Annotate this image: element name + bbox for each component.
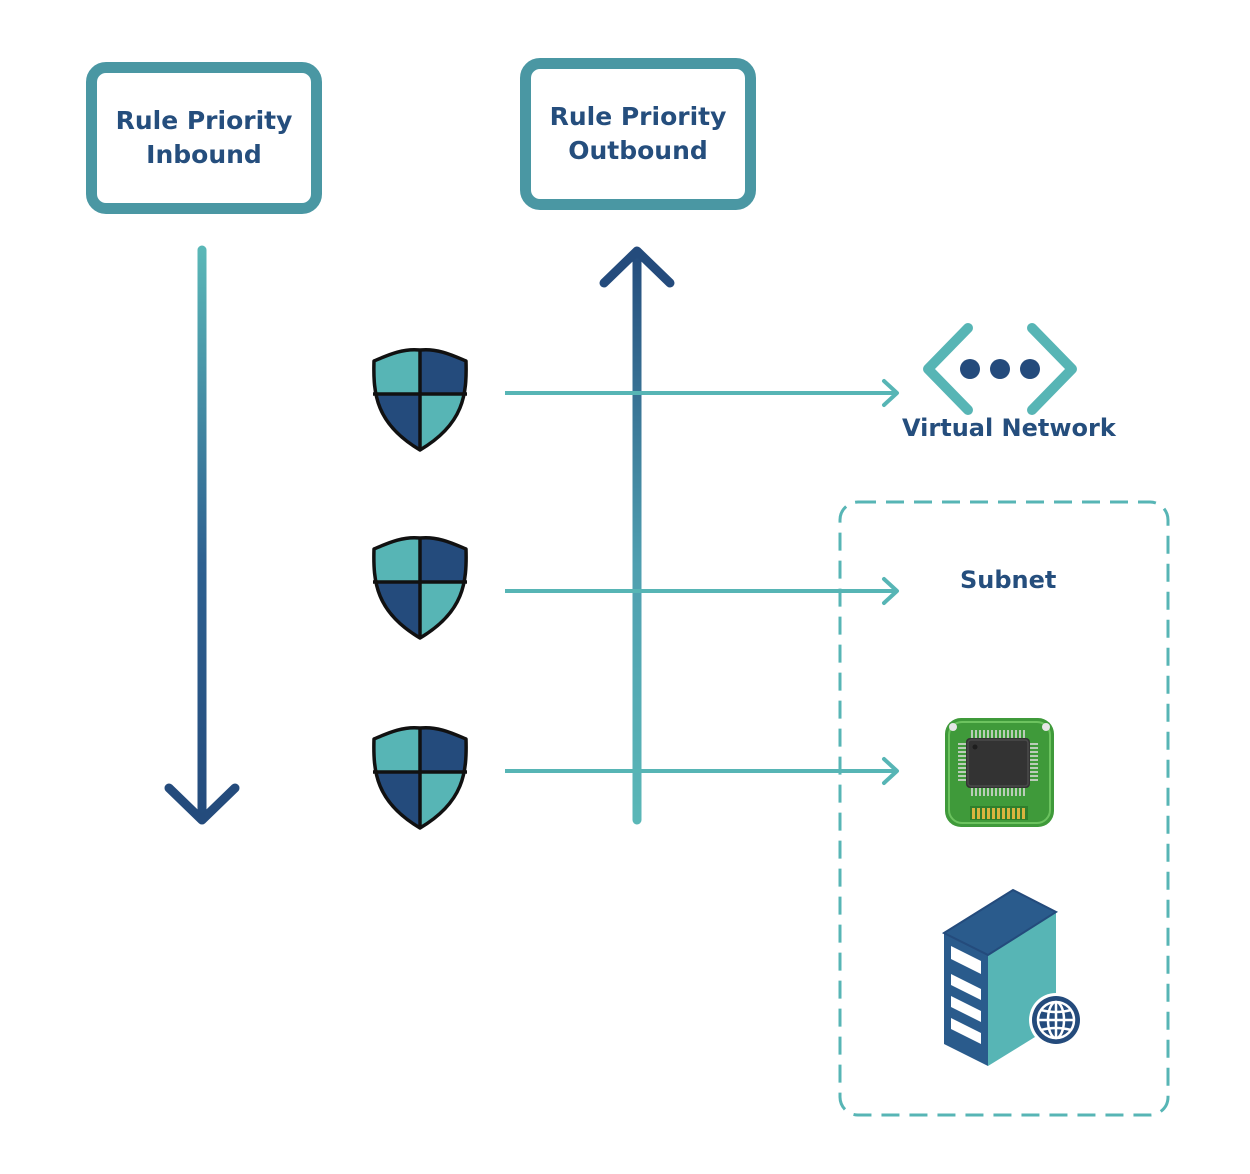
inbound-box-line2: Inbound <box>146 140 262 169</box>
outbound-box-line1: Rule Priority <box>549 102 727 131</box>
outbound-priority-arrow <box>599 246 675 825</box>
shield-icon <box>372 347 468 452</box>
rule-priority-outbound-box: Rule Priority Outbound <box>520 58 756 210</box>
outbound-box-line2: Outbound <box>568 136 708 165</box>
web-server-icon <box>941 888 1083 1066</box>
virtual-network-label: Virtual Network <box>902 414 1116 442</box>
rule-priority-inbound-box: Rule Priority Inbound <box>86 62 322 214</box>
network-interface-chip-icon <box>945 718 1054 827</box>
virtual-network-icon <box>923 323 1077 415</box>
subnet-container <box>838 500 1170 1117</box>
inbound-priority-arrow <box>164 245 240 825</box>
subnet-label: Subnet <box>960 566 1057 594</box>
flow-arrow-virtual-network <box>505 379 899 407</box>
flow-arrow-network-interface <box>505 757 899 785</box>
inbound-box-line1: Rule Priority <box>115 106 293 135</box>
shield-icon <box>372 535 468 640</box>
flow-arrow-subnet <box>505 577 899 605</box>
shield-icon <box>372 725 468 830</box>
